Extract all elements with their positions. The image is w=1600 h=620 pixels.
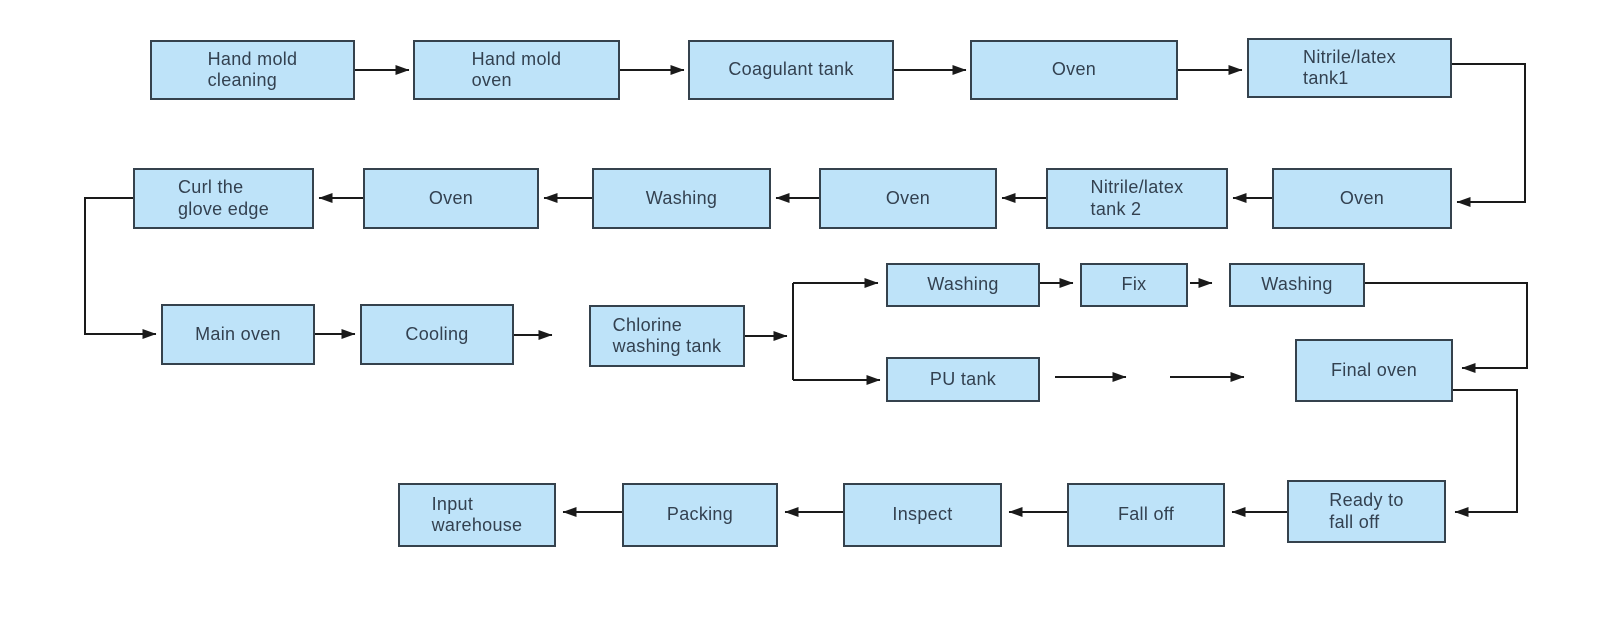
oven-2-node: Oven [1272,168,1452,229]
nitrile-latex-tank-1-label: Nitrile/latex tank1 [1303,46,1396,88]
final-oven-node: Final oven [1295,339,1453,402]
oven-1-node: Oven [970,40,1178,100]
hand-mold-cleaning-node: Hand mold cleaning [150,40,355,100]
nitrile-latex-tank-2-label: Nitrile/latex tank 2 [1090,177,1184,219]
packing-label: Packing [666,504,734,525]
washing-3-node: Washing [1229,263,1365,307]
coagulant-tank-node: Coagulant tank [688,40,894,100]
cooling-node: Cooling [360,304,514,365]
hand-mold-oven-label: Hand mold oven [471,48,562,90]
input-warehouse-node: Input warehouse [398,483,556,547]
nitrile-latex-tank-1-node: Nitrile/latex tank1 [1247,38,1452,98]
edge-curl-to-main-oven [84,197,157,339]
washing-2-node: Washing [886,263,1040,307]
oven-4-node: Oven [363,168,539,229]
coagulant-tank-label: Coagulant tank [728,59,854,80]
fix-label: Fix [1121,274,1147,295]
washing-1-label: Washing [645,187,718,208]
chlorine-washing-tank-label: Chlorine washing tank [612,314,722,356]
oven-3-label: Oven [885,187,931,208]
fall-off-node: Fall off [1067,483,1225,547]
hand-mold-cleaning-label: Hand mold cleaning [207,48,298,90]
inspect-label: Inspect [892,504,953,525]
inspect-node: Inspect [843,483,1002,547]
ready-to-fall-off-node: Ready to fall off [1287,480,1446,543]
oven-2-label: Oven [1339,187,1385,208]
fix-node: Fix [1080,263,1188,307]
oven-3-node: Oven [819,168,997,229]
edge-tank1-to-oven2 [1452,63,1526,207]
nitrile-latex-tank-2-node: Nitrile/latex tank 2 [1046,168,1228,229]
washing-1-node: Washing [592,168,771,229]
cooling-label: Cooling [405,323,469,344]
main-oven-label: Main oven [195,323,281,344]
fall-off-label: Fall off [1117,504,1175,525]
oven-1-label: Oven [1051,59,1097,80]
packing-node: Packing [622,483,778,547]
washing-2-label: Washing [927,274,999,295]
pu-tank-label: PU tank [929,368,997,389]
chlorine-washing-tank-node: Chlorine washing tank [589,305,745,367]
curl-the-glove-edge-label: Curl the glove edge [177,177,270,219]
edge-washing3-to-final-oven [1365,282,1528,373]
hand-mold-oven-node: Hand mold oven [413,40,620,100]
ready-to-fall-off-label: Ready to fall off [1329,490,1404,532]
oven-4-label: Oven [428,187,474,208]
edge-final-oven-to-ready [1453,389,1518,517]
main-oven-node: Main oven [161,304,315,365]
input-warehouse-label: Input warehouse [431,493,523,535]
final-oven-label: Final oven [1330,359,1418,380]
washing-3-label: Washing [1261,274,1333,295]
curl-the-glove-edge-node: Curl the glove edge [133,168,314,229]
pu-tank-node: PU tank [886,357,1040,402]
